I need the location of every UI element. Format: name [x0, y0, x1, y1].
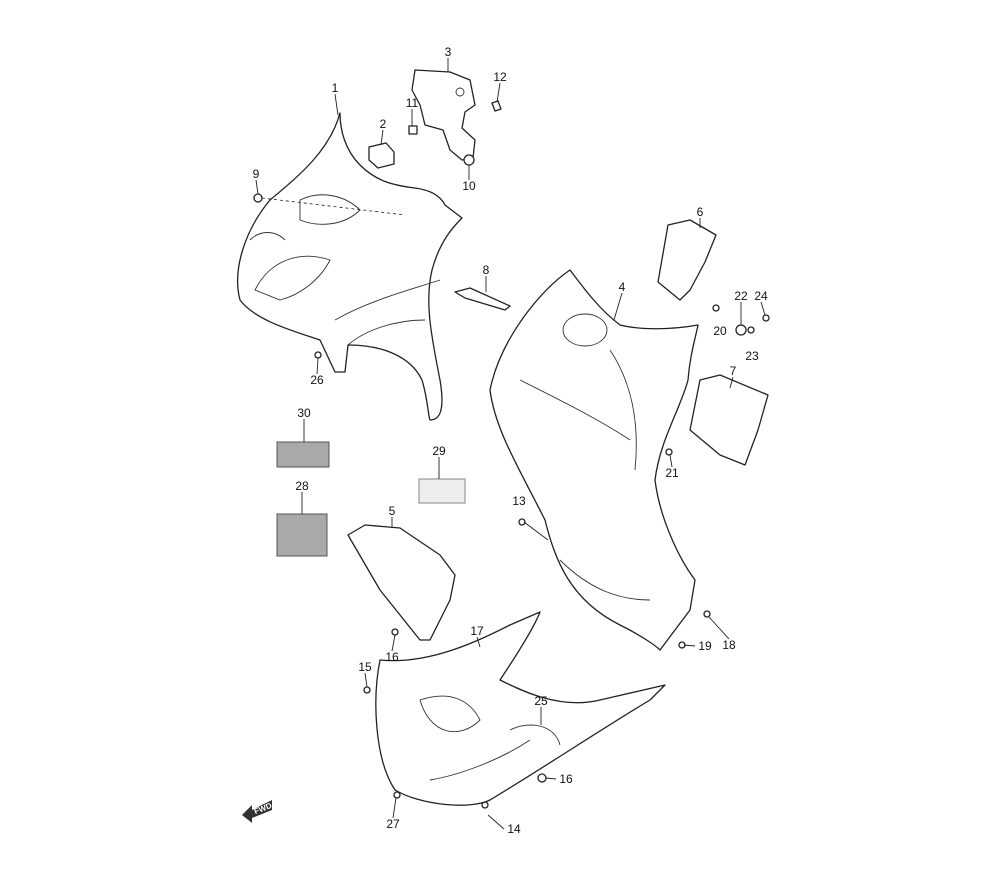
callout-9: 9 [253, 167, 260, 181]
sticker-28 [276, 513, 328, 557]
callout-14: 14 [507, 822, 521, 836]
part-6-cover [657, 219, 717, 301]
callout-2: 2 [380, 117, 387, 131]
callout-23: 23 [745, 349, 759, 363]
callout-28: 28 [295, 479, 309, 493]
callout-6: 6 [697, 205, 704, 219]
callout-27: 27 [386, 817, 400, 831]
sticker-30 [276, 441, 330, 468]
callout-10: 10 [462, 179, 476, 193]
callout-18: 18 [722, 638, 736, 652]
part-leg-shield [489, 269, 699, 651]
part-5-inner-cover [347, 524, 456, 641]
callout-24: 24 [754, 289, 768, 303]
fwd-arrow-icon: FWD [242, 800, 273, 823]
part-bracket [411, 69, 476, 166]
callout-19: 19 [698, 639, 712, 653]
callout-1: 1 [332, 81, 339, 95]
callout-16-upper: 16 [385, 650, 399, 664]
callout-20: 20 [713, 324, 727, 338]
callout-30: 30 [297, 406, 311, 420]
part-under-cover [375, 611, 666, 806]
part-2-block [368, 142, 395, 169]
callout-25: 25 [534, 694, 548, 708]
callout-17: 17 [470, 624, 484, 638]
callout-13: 13 [512, 494, 526, 508]
part-front-cowl [237, 112, 463, 421]
callout-4: 4 [619, 280, 626, 294]
callout-29: 29 [432, 444, 446, 458]
callout-8: 8 [483, 263, 490, 277]
callout-16-lower: 16 [559, 772, 573, 786]
callout-15: 15 [358, 660, 372, 674]
callout-21: 21 [665, 466, 679, 480]
part-8-strip [454, 287, 511, 311]
callout-labels: 1 2 3 12 11 9 10 6 8 4 22 24 20 23 7 26 … [253, 45, 768, 836]
callout-12: 12 [493, 70, 507, 84]
callout-5: 5 [389, 504, 396, 518]
part-7-cover [689, 374, 769, 466]
callout-26: 26 [310, 373, 324, 387]
leader-lines [255, 58, 766, 830]
callout-22: 22 [734, 289, 748, 303]
sticker-29 [418, 478, 466, 504]
callout-7: 7 [730, 364, 737, 378]
callout-3: 3 [445, 45, 452, 59]
svg-text:FWD: FWD [253, 801, 273, 816]
callout-11: 11 [406, 96, 419, 110]
